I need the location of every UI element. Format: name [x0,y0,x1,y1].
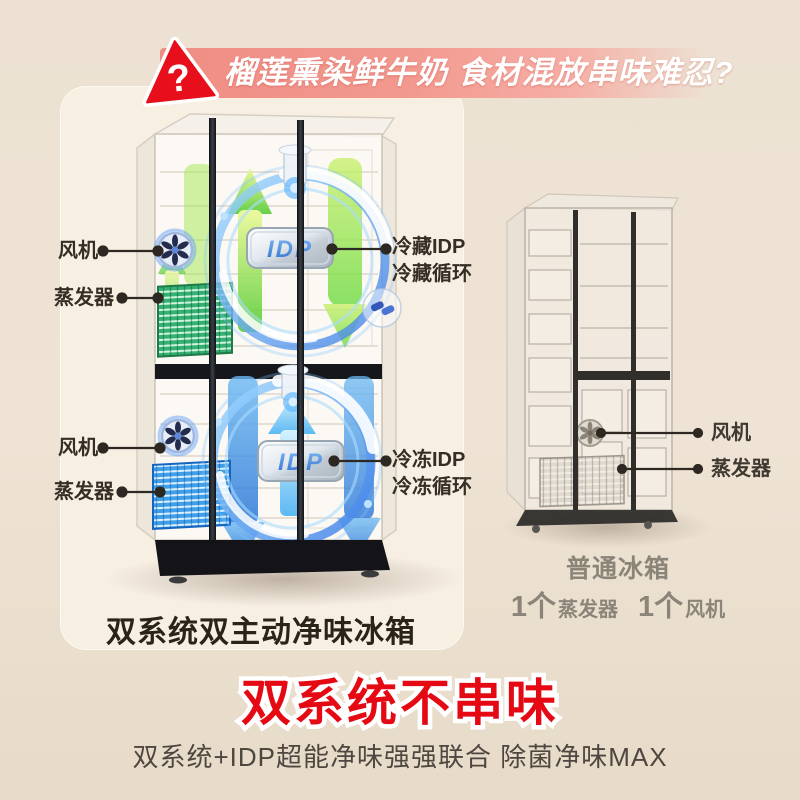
normal-fridge-illustration [506,193,679,533]
footer-subtitle: 双系统+IDP超能净味强强联合 除菌净味MAX [132,742,668,772]
question-mark: ? [165,57,192,101]
stat-evaporator: 1个 蒸发器 [511,583,618,625]
divider-highlight [155,362,382,364]
footer-title: 双系统不串味 双系统不串味 [0,672,800,735]
label-cold-idp-line1: 冷藏IDP [392,236,466,258]
label-fridge-fan: 风机 [58,240,98,262]
idp-badge: IDP [246,227,334,269]
banner-text: 榴莲熏染鲜牛奶 食材混放串味难忍? [224,55,734,90]
door-seam [297,120,304,540]
label-fridge-evaporator: 蒸发器 [54,287,114,309]
normal-fridge-stats: 1个 蒸发器 1个 风机 [498,583,738,625]
evaporator [539,454,625,508]
door-seam [631,212,636,510]
stat-count: 1个 [510,591,556,623]
label-cold-idp-line2: 冷藏循环 [392,263,472,285]
stat-item: 风机 [685,599,726,621]
door-seam [209,118,216,540]
idp-badge-text: IDP [267,236,313,263]
fan-icon [576,419,604,447]
label-freezer-fan: 风机 [58,437,98,459]
stat-count: 1个 [638,591,684,623]
door-seam [573,210,578,510]
label-freeze-idp-line1: 冷冻IDP [392,449,466,471]
base [516,510,678,533]
label-freeze-idp: 冷冻IDP 冷冻循环 [392,447,472,501]
dual-fridge-caption: 双系统双主动净味冰箱 [106,616,416,649]
normal-fridge-caption: 普通冰箱 [565,555,670,583]
label-freeze-idp-line2: 冷冻循环 [392,476,472,498]
dual-system-fridge-illustration: IDP [136,113,402,584]
question-banner: 榴莲熏染鲜牛奶 食材混放串味难忍? [160,48,733,98]
warning-question-icon: ? [142,36,220,107]
fridge-base [155,540,390,584]
fan-icon [157,415,199,457]
stat-item: 蒸发器 [558,599,618,621]
footer-title-outline: 双系统不串味 [237,672,561,735]
stat-fan: 1个 风机 [638,583,725,625]
germ-bubble-icon [362,288,402,328]
footer-title-text: 双系统不串味 [241,675,559,731]
fan-icon [153,228,197,272]
label-normal-evaporator: 蒸发器 [711,458,771,480]
label-cold-idp: 冷藏IDP 冷藏循环 [392,234,472,288]
label-freezer-evaporator: 蒸发器 [54,481,114,503]
divider [575,371,670,380]
label-normal-fan: 风机 [711,422,751,444]
